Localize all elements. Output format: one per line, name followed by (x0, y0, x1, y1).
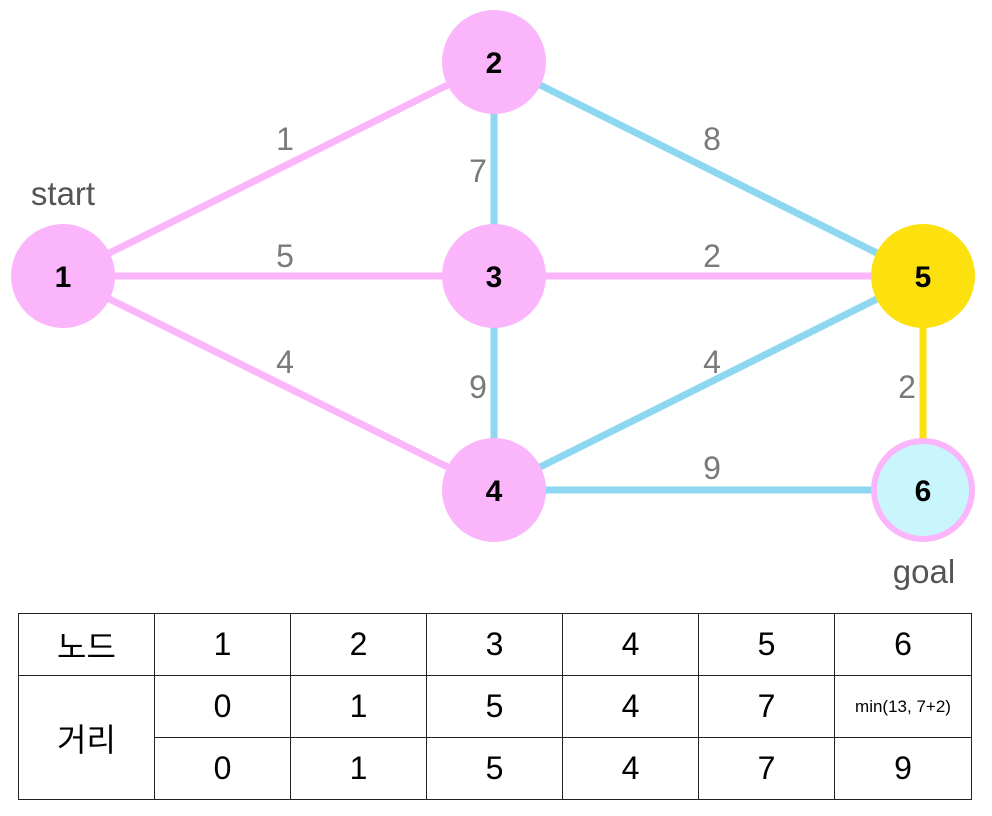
weighted-graph: 1 2 3 4 5 6 1 5 4 7 8 2 9 4 9 2 start goal (11, 10, 975, 590)
distance-cell: 5 (426, 675, 563, 738)
node-1: 1 (11, 224, 115, 328)
edge-weight-2-5: 8 (703, 121, 721, 157)
header-node-cell: 4 (562, 613, 699, 676)
edge-weight-1-3: 5 (276, 238, 294, 274)
table-header-row: 노드 1 2 3 4 5 6 (18, 613, 972, 676)
node-label-5: 5 (915, 261, 932, 294)
edge-weight-3-5: 2 (703, 238, 721, 274)
edge-weight-2-3: 7 (469, 153, 487, 189)
distance-cell-min-expression: min(13, 7+2) (834, 675, 972, 738)
start-tag: start (31, 175, 95, 212)
goal-tag: goal (893, 553, 955, 590)
node-label-4: 4 (486, 475, 503, 508)
distance-row-1: 거리 0 1 5 4 7 min(13, 7+2) (18, 675, 972, 800)
node-label-2: 2 (486, 47, 503, 80)
node-circle-4 (442, 438, 546, 542)
distance-cell: 1 (290, 737, 427, 800)
edge-weight-4-6: 9 (703, 450, 721, 486)
node-circle-3 (442, 224, 546, 328)
edge-weight-4-5: 4 (703, 344, 721, 380)
header-node-cell: 5 (698, 613, 835, 676)
node-5: 5 (871, 224, 975, 328)
node-6: 6 (871, 438, 975, 542)
distance-cell: 7 (698, 675, 835, 738)
distance-cell: 9 (834, 737, 972, 800)
node-circle-6 (871, 438, 975, 542)
edges-layer (61, 58, 927, 494)
header-node-cell: 2 (290, 613, 427, 676)
edge-4-5 (492, 272, 925, 494)
distance-cell: 5 (426, 737, 563, 800)
distance-label-cell: 거리 (18, 675, 155, 800)
edge-2-5 (492, 58, 925, 280)
header-node-cell: 3 (426, 613, 563, 676)
distance-cell: 0 (154, 675, 291, 738)
header-node-cell: 6 (834, 613, 972, 676)
node-label-1: 1 (55, 261, 72, 294)
edge-weights-layer: 1 5 4 7 8 2 9 4 9 2 (276, 121, 916, 486)
edge-weight-5-6: 2 (898, 369, 916, 405)
header-label-cell: 노드 (18, 613, 155, 676)
distance-cell: 4 (562, 675, 699, 738)
node-2: 2 (442, 10, 546, 114)
edge-1-2 (61, 58, 496, 280)
edge-1-4 (61, 272, 496, 494)
edge-weight-1-4: 4 (276, 344, 294, 380)
node-circle-1 (11, 224, 115, 328)
distance-cell: 4 (562, 737, 699, 800)
edge-weight-1-2: 1 (276, 121, 294, 157)
node-4: 4 (442, 438, 546, 542)
node-3: 3 (442, 224, 546, 328)
distance-row-2: 0 1 5 4 7 9 (19, 737, 972, 800)
node-circle-2 (442, 10, 546, 114)
distance-cell: 1 (290, 675, 427, 738)
node-label-6: 6 (915, 475, 932, 508)
distance-cell: 0 (154, 737, 291, 800)
distance-cell: 7 (698, 737, 835, 800)
edge-weight-3-4: 9 (469, 369, 487, 405)
node-circle-5 (871, 224, 975, 328)
node-label-3: 3 (486, 261, 503, 294)
header-node-cell: 1 (154, 613, 291, 676)
distance-table: 노드 1 2 3 4 5 6 거리 0 1 5 4 7 min(13, 7+2)… (18, 613, 972, 800)
nodes-layer: 1 2 3 4 5 6 (11, 10, 975, 542)
